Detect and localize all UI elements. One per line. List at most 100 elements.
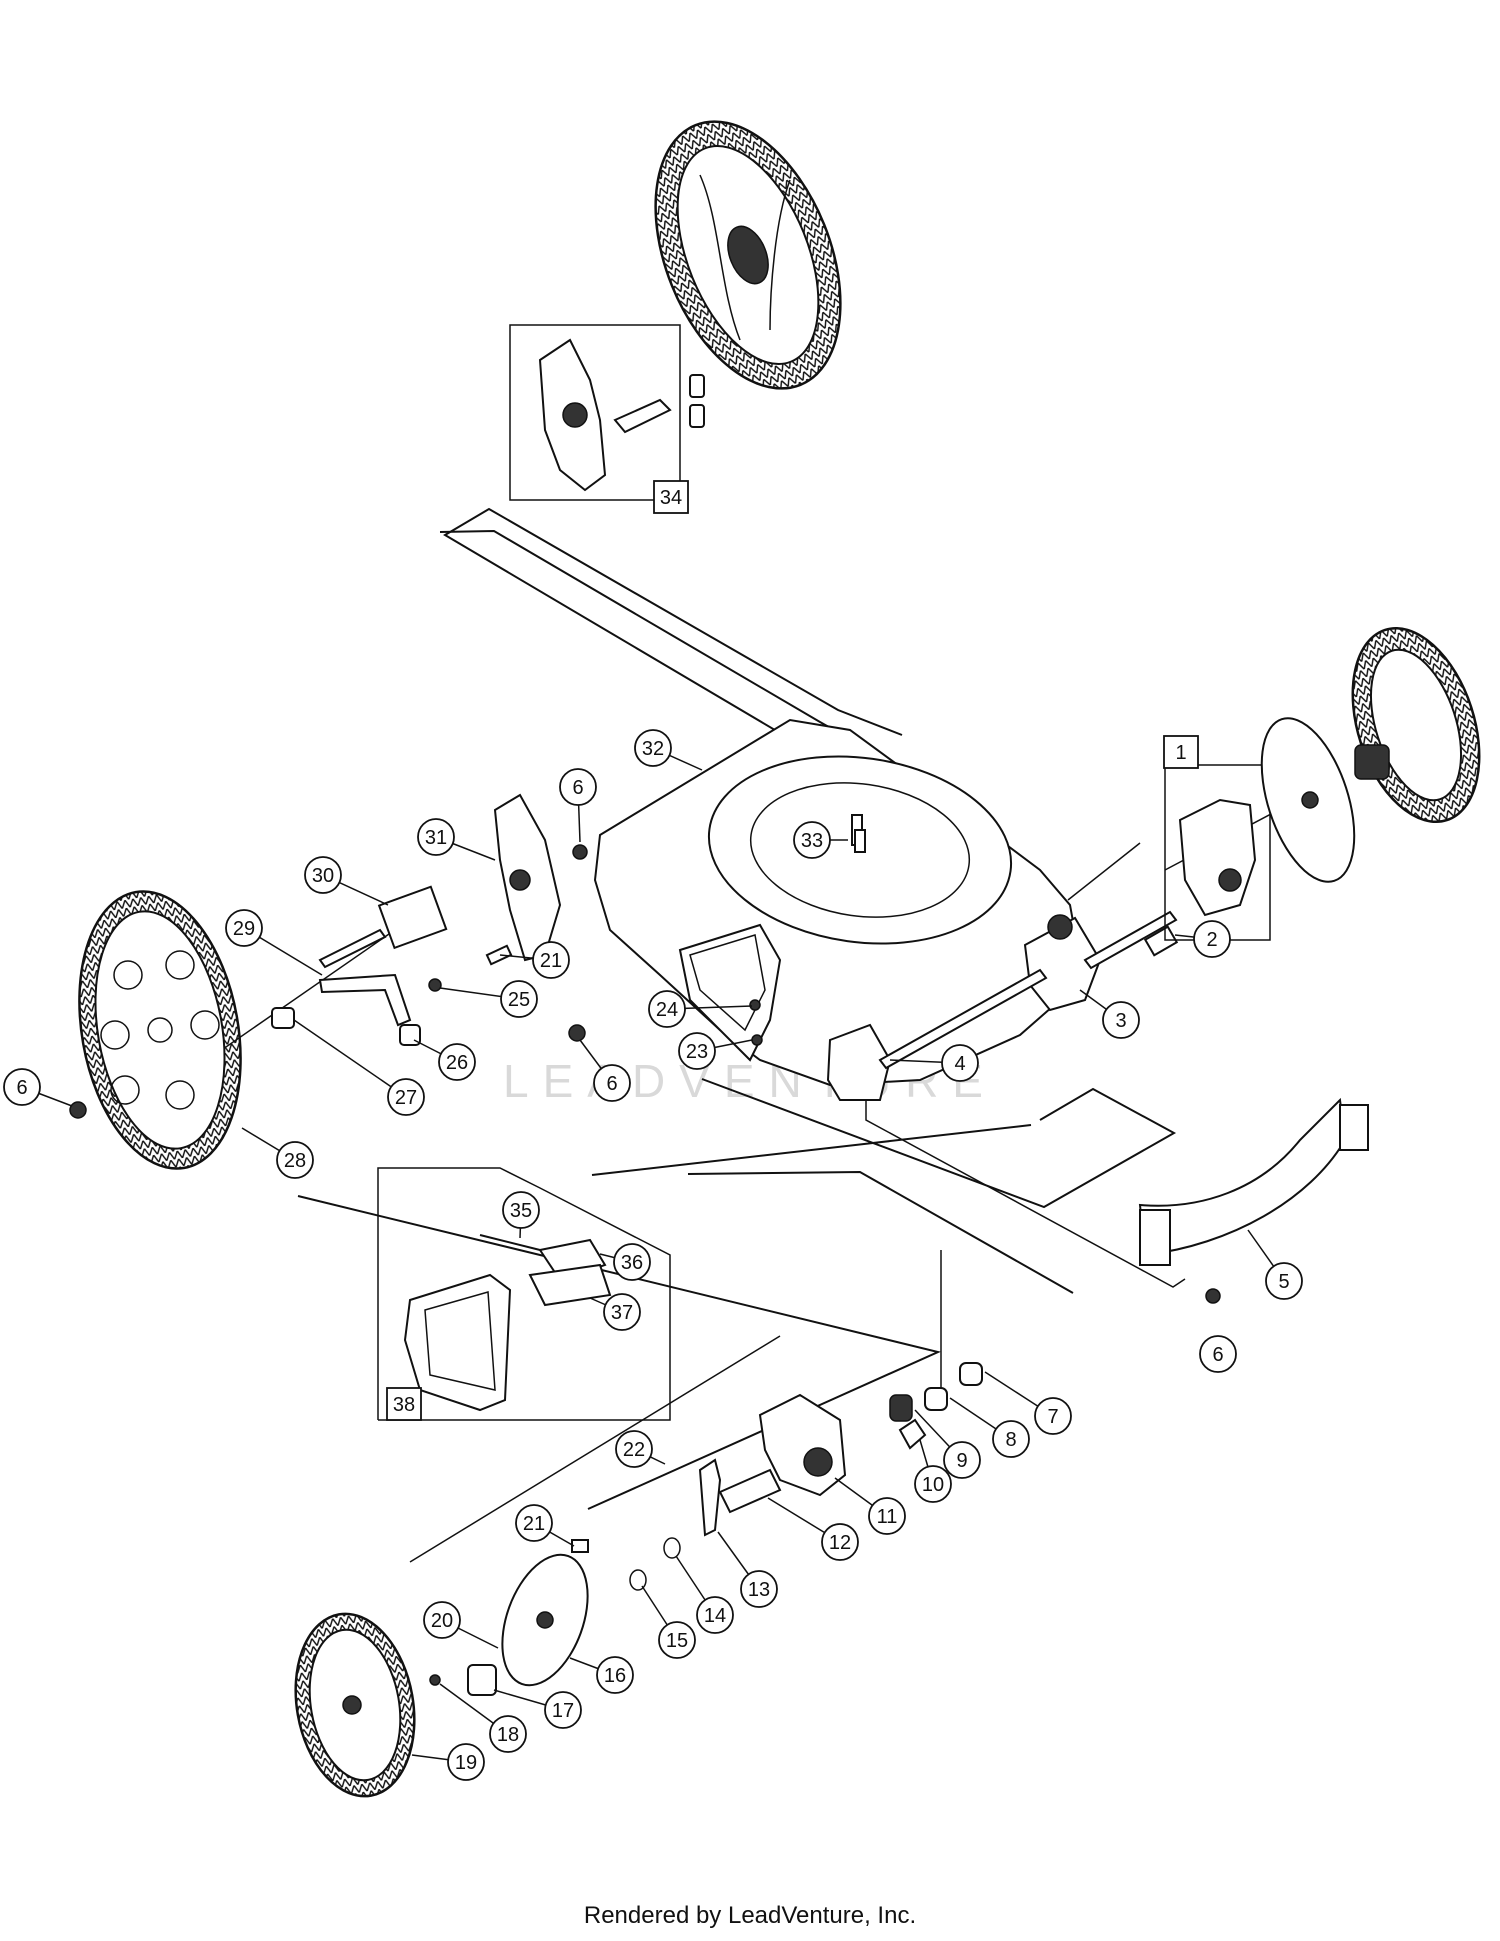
callout-5-circle <box>1265 1262 1303 1300</box>
callout-10-text: 10 <box>922 1474 944 1496</box>
callout-6-circle <box>559 768 597 806</box>
callout-6-text: 6 <box>1212 1344 1223 1366</box>
callout-15-circle <box>658 1621 696 1659</box>
callout-13: 13 <box>740 1570 778 1608</box>
callout-7-text: 7 <box>1047 1406 1058 1428</box>
callout-24-circle <box>648 990 686 1028</box>
callout-6-circle <box>1199 1335 1237 1373</box>
callout-3-text: 3 <box>1115 1010 1126 1032</box>
callout-23-text: 23 <box>686 1041 708 1063</box>
callout-11-text: 11 <box>877 1506 898 1528</box>
left-rear-wheel <box>69 890 242 1170</box>
callout-23-circle <box>678 1032 716 1070</box>
callout-30-circle <box>304 856 342 894</box>
callout-27: 27 <box>387 1078 425 1116</box>
callout-5: 5 <box>1265 1262 1303 1300</box>
callout-19: 19 <box>447 1743 485 1781</box>
mulch-door-assembly-38 <box>377 1167 671 1421</box>
callout-24: 24 <box>648 990 686 1028</box>
callout-27-circle <box>387 1078 425 1116</box>
callout-6-circle <box>593 1064 631 1102</box>
callout-16-circle <box>596 1656 634 1694</box>
callout-37-circle <box>603 1293 641 1331</box>
callout-12-circle <box>821 1523 859 1561</box>
callout-19-circle <box>447 1743 485 1781</box>
callout-14: 14 <box>696 1596 734 1634</box>
callout-38: 38 <box>386 1387 422 1421</box>
callout-1-box <box>1163 735 1199 769</box>
callout-25: 25 <box>500 980 538 1018</box>
callout-34-box <box>653 480 689 514</box>
callout-6: 6 <box>3 1068 41 1106</box>
callout-22-text: 22 <box>623 1439 645 1461</box>
height-adjuster-assembly-34 <box>509 324 705 501</box>
callout-6: 6 <box>559 768 597 806</box>
mower-deck <box>593 718 1082 1101</box>
callout-32: 32 <box>634 729 672 767</box>
callout-11-circle <box>868 1497 906 1535</box>
reference-lines <box>199 507 1291 1563</box>
callout-28-circle <box>276 1141 314 1179</box>
callout-30-text: 30 <box>312 865 334 887</box>
top-rear-wheel <box>654 120 842 390</box>
callout-21: 21 <box>532 941 570 979</box>
callout-21-circle <box>532 941 570 979</box>
callout-7: 7 <box>1034 1397 1072 1435</box>
callout-13-circle <box>740 1570 778 1608</box>
callout-37: 37 <box>603 1293 641 1331</box>
callout-35: 35 <box>502 1191 540 1229</box>
callout-10-circle <box>914 1465 952 1503</box>
callout-4: 4 <box>941 1044 979 1082</box>
callout-28: 28 <box>276 1141 314 1179</box>
callout-8: 8 <box>992 1420 1030 1458</box>
callout-6: 6 <box>1199 1335 1237 1373</box>
callout-29-circle <box>225 909 263 947</box>
callout-8-text: 8 <box>1005 1429 1016 1451</box>
callout-4-circle <box>941 1044 979 1082</box>
callout-35-circle <box>502 1191 540 1229</box>
callout-7-circle <box>1034 1397 1072 1435</box>
callout-30: 30 <box>304 856 342 894</box>
callout-15-text: 15 <box>666 1630 688 1652</box>
callout-33-circle <box>793 821 831 859</box>
callout-15: 15 <box>658 1621 696 1659</box>
callout-1-text: 1 <box>1175 742 1186 764</box>
callout-17: 17 <box>544 1691 582 1729</box>
callout-34: 34 <box>653 480 689 514</box>
callout-25-text: 25 <box>508 989 530 1011</box>
callout-36-circle <box>613 1243 651 1281</box>
callout-24-text: 24 <box>656 999 678 1021</box>
callout-16: 16 <box>596 1656 634 1694</box>
callout-20: 20 <box>423 1601 461 1639</box>
callout-17-text: 17 <box>552 1700 574 1722</box>
callout-37-text: 37 <box>611 1302 633 1324</box>
side-chute-5 <box>1138 1097 1369 1304</box>
callout-2-circle <box>1193 920 1231 958</box>
callout-3: 3 <box>1102 1001 1140 1039</box>
callout-35-text: 35 <box>510 1200 532 1222</box>
right-front-wheel-assembly <box>1164 626 1481 941</box>
callout-29-text: 29 <box>233 918 255 940</box>
callout-6-text: 6 <box>572 777 583 799</box>
callout-5-text: 5 <box>1278 1271 1289 1293</box>
callout-14-text: 14 <box>704 1605 726 1627</box>
callout-31-text: 31 <box>425 827 447 849</box>
callout-11: 11 <box>868 1497 906 1535</box>
callout-9-text: 9 <box>956 1450 967 1472</box>
callout-33: 33 <box>793 821 831 859</box>
callout-20-text: 20 <box>431 1610 453 1632</box>
callout-26: 26 <box>438 1043 476 1081</box>
callout-18-text: 18 <box>497 1724 519 1746</box>
callout-26-circle <box>438 1043 476 1081</box>
callout-6-circle <box>3 1068 41 1106</box>
callout-4-text: 4 <box>954 1053 965 1075</box>
callout-2-text: 2 <box>1206 929 1217 951</box>
callout-29: 29 <box>225 909 263 947</box>
callout-9: 9 <box>943 1441 981 1479</box>
front-left-drive-assembly <box>294 1362 983 1798</box>
callout-26-text: 26 <box>446 1052 468 1074</box>
callout-21-text: 21 <box>540 950 562 972</box>
callout-8-circle <box>992 1420 1030 1458</box>
